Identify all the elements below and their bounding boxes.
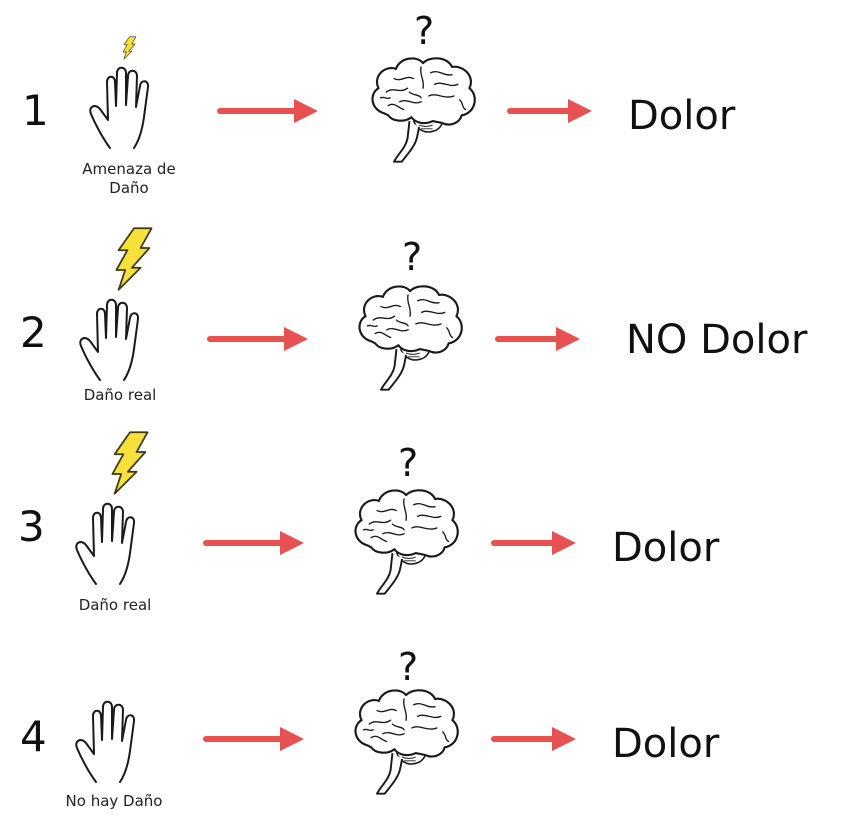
small-lightning-icon [121,36,138,60]
hand-icon [74,696,154,786]
brain-icon [365,52,481,166]
caption-line: No hay Daño [65,792,163,810]
arrow-icon [495,327,580,351]
outcome-label: Dolor [628,93,736,139]
hand-caption: Daño real [55,596,175,615]
arrow-icon [491,531,576,555]
hand-icon [74,498,154,588]
scenario-number: 4 [20,712,47,761]
outcome-label: Dolor [612,525,720,571]
hand-icon [88,62,168,152]
outcome-label: NO Dolor [626,317,808,363]
lightning-icon [112,226,156,292]
arrow-icon [207,327,308,351]
brain-icon [348,484,464,598]
hand-caption: Daño real [60,386,180,405]
question-mark: ? [414,9,435,53]
arrow-icon [217,99,318,123]
lightning-icon [108,430,152,496]
scenario-number: 2 [20,308,47,357]
scenario-row-1: 1 Amenaza de Daño ? Dolor [0,0,865,200]
arrow-icon [203,727,304,751]
caption-line: Daño real [78,596,152,614]
caption-line: Daño [109,179,149,197]
question-mark: ? [402,235,423,279]
question-mark: ? [398,645,419,689]
hand-caption: Amenaza de Daño [66,160,192,198]
caption-line: Amenaza de [82,160,176,178]
brain-icon [348,684,464,798]
hand-caption: No hay Daño [52,792,176,811]
arrow-icon [507,99,592,123]
outcome-label: Dolor [612,721,720,767]
scenario-row-3: 3 Daño real ? Dolor [0,420,865,620]
scenario-row-2: 2 Daño real ? NO Dolor [0,210,865,410]
brain-icon [352,280,468,394]
scenario-number: 1 [22,86,49,135]
question-mark: ? [398,441,419,485]
caption-line: Daño real [83,386,157,404]
scenario-row-4: 4 No hay Daño ? Dolor [0,626,865,826]
arrow-icon [203,531,304,555]
scenario-number: 3 [18,502,45,551]
hand-icon [78,294,158,384]
arrow-icon [491,727,576,751]
